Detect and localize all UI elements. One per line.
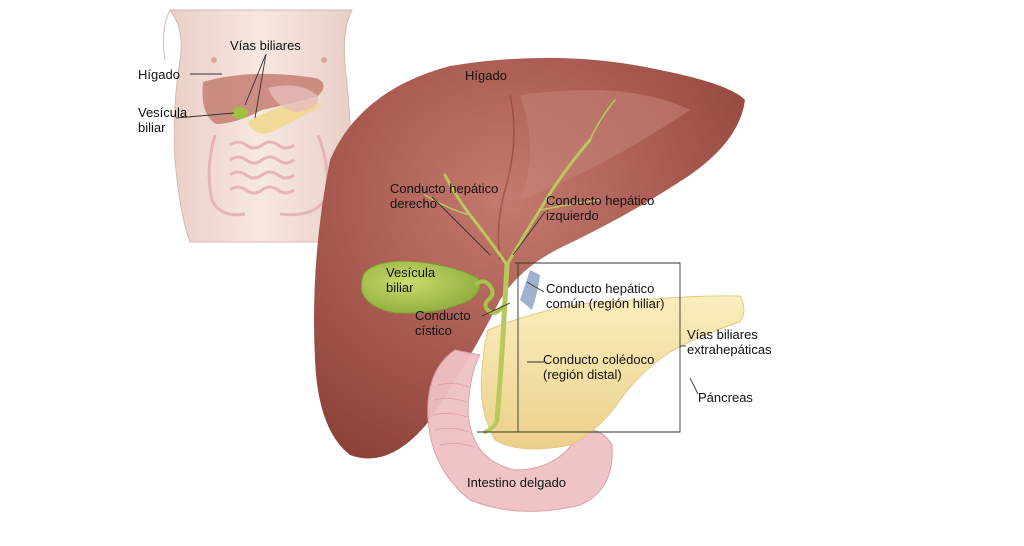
label-vias-biliares-extrahepaticas: Vías biliares extrahepáticas — [687, 327, 772, 357]
inset-label-vesicula-line2: biliar — [138, 120, 166, 135]
label-coledoco-line1: Conducto colédoco — [543, 352, 655, 367]
label-conducto-hepatico-derecho: Conducto hepático derecho — [390, 181, 498, 211]
inset-leader-lines — [175, 53, 267, 119]
label-coledoco-line2: (región distal) — [543, 367, 622, 382]
label-vesicula-line1: Vesícula — [386, 265, 436, 280]
label-chi-line1: Conducto hepático — [546, 193, 655, 208]
bile-duct-tree — [424, 99, 616, 434]
label-conducto-cistico: Conducto cístico — [415, 308, 471, 338]
inset-torso — [162, 9, 353, 243]
label-chi-line2: izquierdo — [546, 208, 599, 223]
liver-fissure — [497, 94, 515, 261]
cystic-duct — [474, 279, 507, 315]
inset-stomach — [268, 85, 319, 112]
inset-gallbladder — [232, 107, 248, 119]
inset-label-vesicula-biliar: Vesícula biliar — [138, 105, 187, 135]
label-conducto-coledoco: Conducto colédoco (región distal) — [543, 352, 654, 382]
liver-shape — [314, 57, 745, 459]
inset-intestines — [207, 134, 329, 217]
label-chc-line2: común (región hiliar) — [546, 296, 665, 311]
torso-nipple-right — [321, 57, 327, 63]
label-cistico-line1: Conducto — [415, 308, 471, 323]
label-vbe-line2: extrahepáticas — [687, 342, 772, 357]
inset-label-vias-biliares: Vías biliares — [230, 38, 301, 53]
inset-label-vesicula-line1: Vesícula — [138, 105, 188, 120]
intestine-folds — [432, 382, 475, 448]
label-chd-line2: derecho — [390, 196, 437, 211]
torso-shoulder-left — [162, 9, 171, 61]
torso-nipple-left — [211, 57, 217, 63]
label-chc-line1: Conducto hepático — [546, 281, 655, 296]
label-cistico-line2: cístico — [415, 323, 452, 338]
label-vesicula-line2: biliar — [386, 280, 414, 295]
label-chd-line1: Conducto hepático — [390, 181, 499, 196]
inset-label-higado: Hígado — [138, 67, 180, 82]
label-vbe-line1: Vías biliares — [687, 327, 758, 342]
label-higado: Hígado — [465, 68, 507, 83]
label-conducto-hepatico-comun: Conducto hepático común (región hiliar) — [546, 281, 665, 311]
pancreas-shape — [480, 295, 745, 450]
main-leader-lines — [431, 196, 699, 433]
label-intestino-delgado: Intestino delgado — [467, 475, 567, 490]
small-intestine-shape — [427, 349, 613, 512]
main-illustration — [314, 57, 745, 512]
portal-vessel — [520, 270, 540, 310]
label-conducto-hepatico-izquierdo: Conducto hepático izquierdo — [546, 193, 654, 223]
label-pancreas: Páncreas — [698, 390, 753, 405]
label-vesicula-biliar: Vesícula biliar — [386, 265, 435, 295]
gallbladder-shape — [360, 260, 481, 314]
